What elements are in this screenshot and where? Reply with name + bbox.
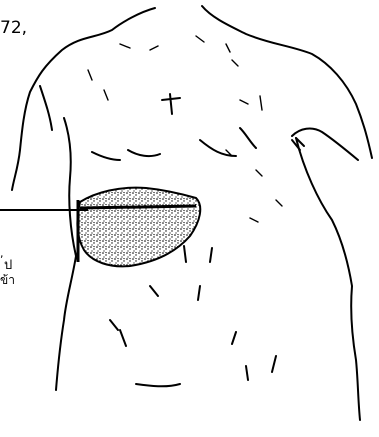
- left-pectoral-strokes: [92, 150, 160, 160]
- sternum-mark: [162, 98, 180, 100]
- cropped-label-side-3: ข้า: [0, 274, 15, 286]
- cropped-label-top: 72,: [0, 20, 27, 37]
- right-torso-outline: [296, 138, 360, 420]
- left-arm-line: [40, 86, 52, 130]
- right-shoulder-outline: [202, 6, 372, 158]
- liver-region: [77, 188, 200, 267]
- cropped-label-side-1: ,: [0, 248, 4, 259]
- left-torso-outline: [56, 118, 76, 390]
- sternum-line: [170, 94, 172, 114]
- liver-upper-edge: [80, 206, 196, 208]
- navel-mark: [136, 384, 180, 386]
- cropped-label-side-2: ป: [4, 259, 12, 272]
- left-shoulder-outline: [12, 8, 155, 190]
- lower-abdomen-strokes: [120, 330, 276, 380]
